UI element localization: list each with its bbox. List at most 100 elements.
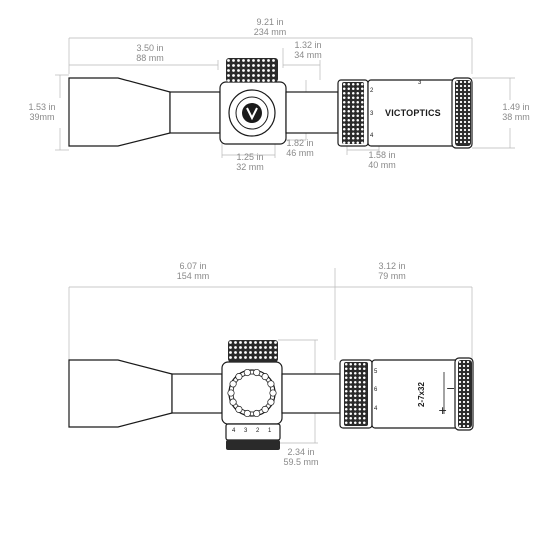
knurl-dot xyxy=(455,132,459,136)
knurl-dot xyxy=(257,79,260,82)
objective-length-mm: 88 mm xyxy=(136,53,164,63)
knurl-dot xyxy=(353,362,357,366)
eyepiece-length-mm: 40 mm xyxy=(368,160,396,170)
knurl-dot xyxy=(242,79,245,82)
knurl-dot xyxy=(455,88,459,92)
knurl-dot xyxy=(351,118,355,122)
knurl-dot xyxy=(463,120,467,124)
knurl-dot xyxy=(358,376,362,380)
knurl-dot xyxy=(353,394,357,398)
knurl-dot xyxy=(257,59,260,62)
knurl-dot xyxy=(342,91,346,95)
knurl-dot xyxy=(344,407,348,411)
tube-diameter-mm: 32 mm xyxy=(236,162,264,172)
knurl-dot xyxy=(362,389,366,393)
knurl-dot xyxy=(229,346,232,349)
knurl-dot xyxy=(458,420,462,424)
knurl-dot xyxy=(466,380,470,384)
knurl-dot xyxy=(458,412,462,416)
knurl-dot xyxy=(244,346,247,349)
knurl-dot xyxy=(360,123,364,127)
knurl-dot xyxy=(466,376,470,380)
knurl-dot xyxy=(342,141,346,145)
knurl-dot xyxy=(349,380,353,384)
knurl-dot xyxy=(455,140,459,144)
knurl-dot xyxy=(353,385,357,389)
knurl-dot xyxy=(459,96,463,100)
knurl-dot xyxy=(360,118,364,122)
knurl-dot xyxy=(458,368,462,372)
knurl-dot xyxy=(458,396,462,400)
dial-scallop xyxy=(235,373,243,381)
dial-scallop xyxy=(229,398,237,406)
knurl-dot xyxy=(356,96,360,100)
knurl-dot xyxy=(356,87,360,91)
knurl-dot xyxy=(344,416,348,420)
knurl-dot xyxy=(459,120,463,124)
knurl-dot xyxy=(342,109,346,113)
knurl-dot xyxy=(247,74,250,77)
knurl-dot xyxy=(360,132,364,136)
knurl-dot xyxy=(467,116,471,120)
turret-height-in: 2.34 in xyxy=(287,447,314,457)
knurl-dot xyxy=(342,127,346,131)
knurl-dot xyxy=(362,421,366,425)
knurl-dot xyxy=(257,69,260,72)
overall-length-in: 9.21 in xyxy=(256,17,283,27)
top-windage-dial xyxy=(228,89,276,137)
knurl-dot xyxy=(247,79,250,82)
knurl-dot xyxy=(362,362,366,366)
knurl-dot xyxy=(274,351,277,354)
knurl-dot xyxy=(459,100,463,104)
knurl-dot xyxy=(269,346,272,349)
side-elevation-turret xyxy=(228,340,278,362)
knurl-dot xyxy=(351,136,355,140)
knurl-dot xyxy=(455,116,459,120)
knurl-dot xyxy=(344,362,348,366)
side-mag-mark-6: 6 xyxy=(374,387,378,393)
knurl-dot xyxy=(466,372,470,376)
knurl-dot xyxy=(462,424,466,428)
knurl-dot xyxy=(349,412,353,416)
turret-mark-1: 1 xyxy=(268,428,272,434)
top-power-ring-knurl xyxy=(342,82,364,145)
knurl-dot xyxy=(356,100,360,104)
knurl-dot xyxy=(353,367,357,371)
knurl-dot xyxy=(242,69,245,72)
knurl-dot xyxy=(360,87,364,91)
knurl-dot xyxy=(467,96,471,100)
knurl-dot xyxy=(274,341,277,344)
knurl-dot xyxy=(358,412,362,416)
knurl-dot xyxy=(257,74,260,77)
knurl-dot xyxy=(358,416,362,420)
knurl-dot xyxy=(353,389,357,393)
knurl-dot xyxy=(463,104,467,108)
knurl-dot xyxy=(351,132,355,136)
knurl-dot xyxy=(347,118,351,122)
knurl-dot xyxy=(356,123,360,127)
knurl-dot xyxy=(463,84,467,88)
knurl-dot xyxy=(455,92,459,96)
knurl-dot xyxy=(463,136,467,140)
knurl-dot xyxy=(459,108,463,112)
knurl-dot xyxy=(342,136,346,140)
knurl-dot xyxy=(237,59,240,62)
knurl-dot xyxy=(356,91,360,95)
knurl-dot xyxy=(239,341,242,344)
knurl-dot xyxy=(362,403,366,407)
knurl-dot xyxy=(362,367,366,371)
knurl-dot xyxy=(463,100,467,104)
dial-scallop xyxy=(267,380,275,388)
knurl-dot xyxy=(467,104,471,108)
knurl-dot xyxy=(458,388,462,392)
knurl-dot xyxy=(344,380,348,384)
knurl-dot xyxy=(351,96,355,100)
knurl-dot xyxy=(463,112,467,116)
knurl-dot xyxy=(358,389,362,393)
knurl-dot xyxy=(455,108,459,112)
model-label: 2-7x32 xyxy=(417,382,426,407)
knurl-dot xyxy=(455,120,459,124)
knurl-dot xyxy=(455,104,459,108)
knurl-dot xyxy=(342,100,346,104)
knurl-dot xyxy=(344,421,348,425)
